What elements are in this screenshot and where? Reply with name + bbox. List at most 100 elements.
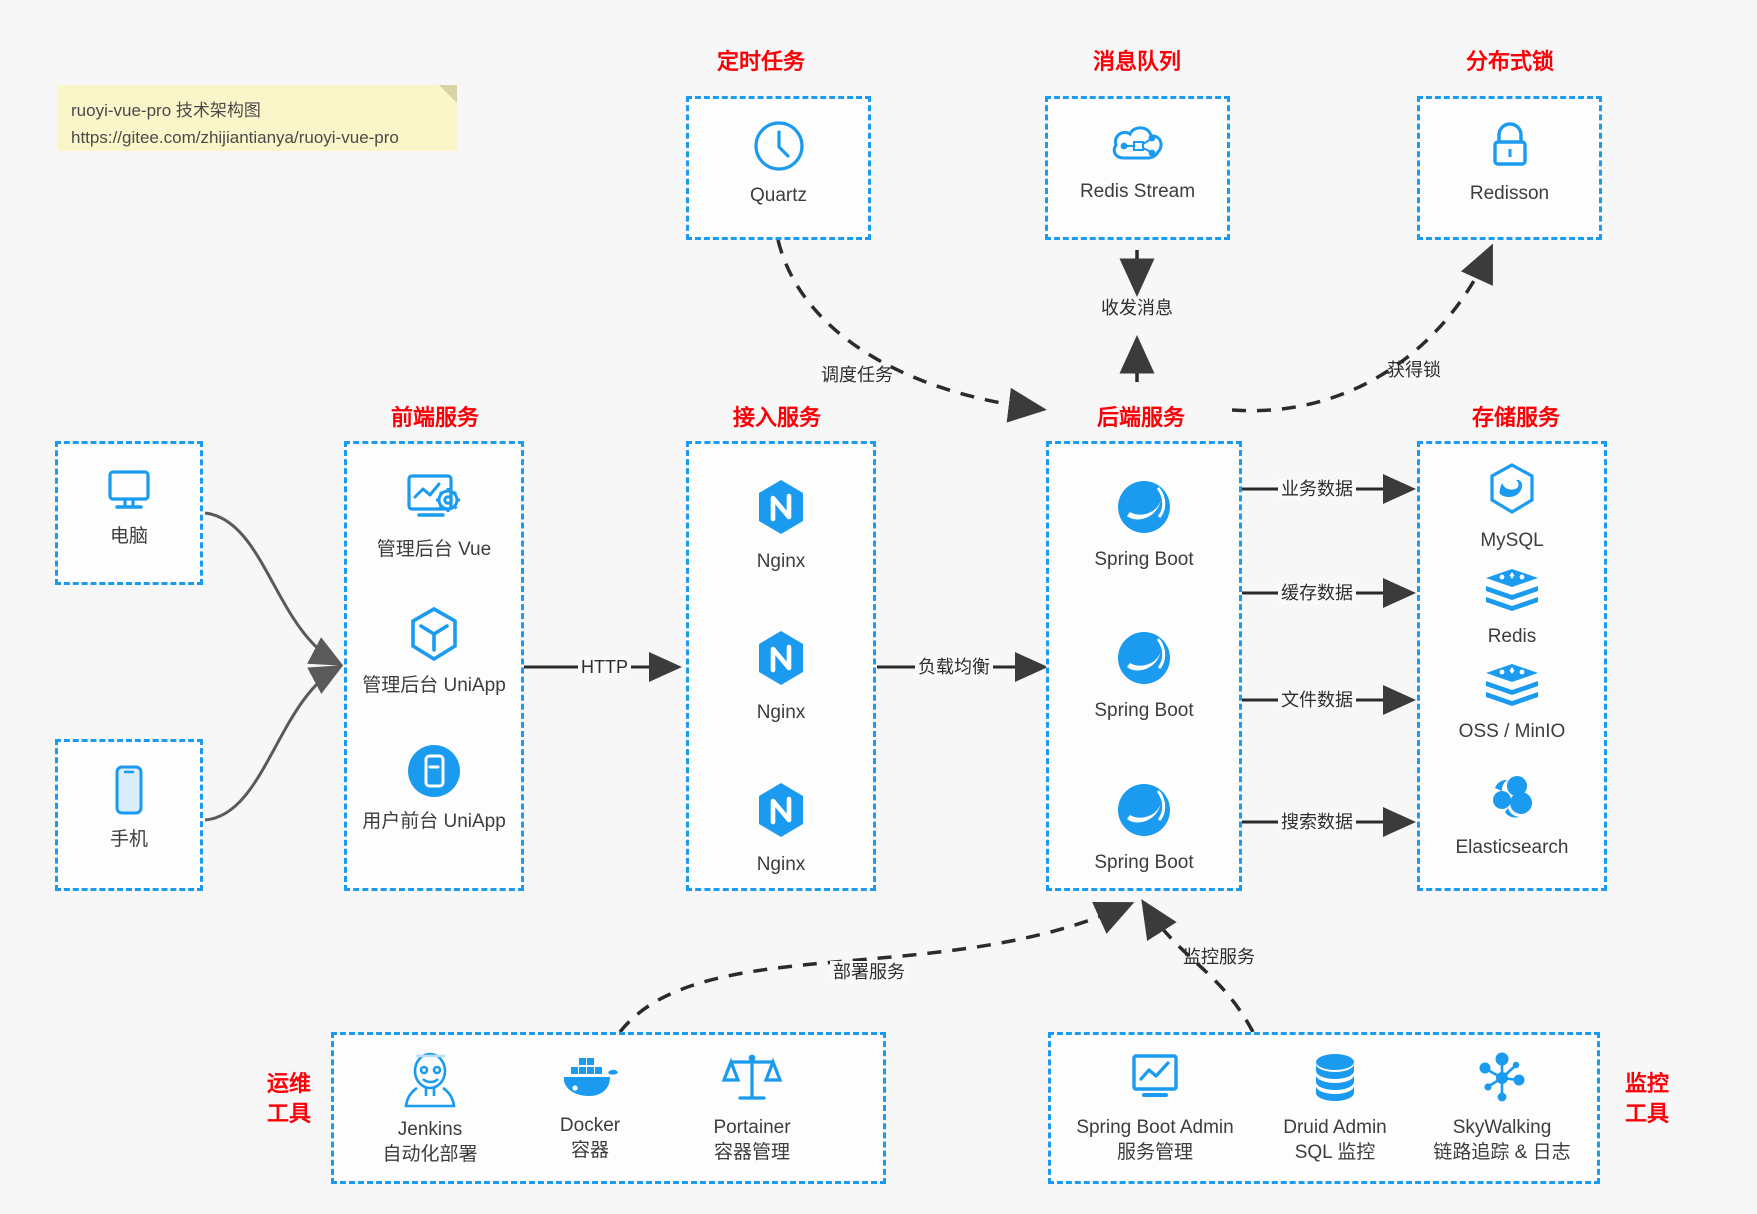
node-admin-uniapp[interactable]: 管理后台 UniApp (349, 604, 519, 698)
note-url: https://gitee.com/zhijiantianya/ruoyi-vu… (71, 128, 399, 147)
node-label: Quartz (749, 185, 808, 206)
edge-label-search-data: 搜索数据 (1278, 811, 1356, 833)
monitor-chart-icon (1124, 1050, 1186, 1111)
node-nginx-3[interactable]: Nginx (696, 779, 866, 877)
node-label: MySQL (1480, 530, 1544, 551)
skywalking-node-icon (1473, 1050, 1531, 1111)
node-skywalking[interactable]: SkyWalking 链路追踪 & 日志 (1412, 1050, 1592, 1165)
edge-label-cache-data: 缓存数据 (1278, 582, 1356, 604)
edge-label-schedule-task: 调度任务 (821, 365, 893, 385)
node-admin-vue[interactable]: 管理后台 Vue (349, 470, 519, 562)
edge-label-send-receive-msg: 收发消息 (1101, 298, 1173, 318)
edge-label-file-data: 文件数据 (1278, 689, 1356, 711)
node-label: 用户前台 UniApp (362, 811, 506, 832)
dashboard-gear-icon (401, 470, 467, 533)
node-nginx-2[interactable]: Nginx (696, 627, 866, 725)
node-label: 手机 (109, 829, 148, 850)
node-quartz[interactable]: Quartz (706, 118, 851, 208)
node-label: Redisson (1469, 183, 1550, 204)
jenkins-butler-icon (399, 1050, 461, 1113)
cloud-network-icon (1108, 118, 1168, 175)
app-circle-icon (405, 742, 463, 805)
clock-icon (751, 118, 807, 179)
node-user-uniapp[interactable]: 用户前台 UniApp (349, 742, 519, 834)
node-jenkins[interactable]: Jenkins 自动化部署 (350, 1050, 510, 1167)
node-label: Spring Boot (1094, 852, 1194, 873)
docker-whale-icon (558, 1050, 622, 1109)
diagram-note: ruoyi-vue-pro 技术架构图 https://gitee.com/zh… (57, 85, 457, 151)
node-label: Spring Boot (1094, 549, 1194, 570)
node-label: Docker (559, 1115, 621, 1136)
node-sublabel: SQL 监控 (1294, 1142, 1376, 1163)
node-spring-boot-3[interactable]: Spring Boot (1056, 779, 1232, 875)
group-title-frontend: 前端服务 (390, 405, 479, 430)
group-title-lock: 分布式锁 (1465, 49, 1554, 74)
padlock-icon (1483, 118, 1537, 177)
desktop-icon (101, 463, 157, 520)
devops-title-line1: 运维 (266, 1071, 311, 1096)
monitor-title-line1: 监控 (1624, 1071, 1669, 1096)
node-label: Spring Boot Admin (1076, 1117, 1234, 1138)
group-box-devops (331, 1032, 886, 1184)
group-title-gateway: 接入服务 (732, 405, 821, 430)
spring-leaf-icon (1113, 779, 1175, 846)
spring-leaf-icon (1113, 476, 1175, 543)
node-label: 管理后台 Vue (376, 539, 492, 560)
node-mysql[interactable]: MySQL (1427, 461, 1597, 553)
note-fold-corner (439, 85, 457, 103)
node-mobile[interactable]: 手机 (70, 762, 188, 852)
node-portainer[interactable]: Portainer 容器管理 (672, 1050, 832, 1165)
edge-label-acquire-lock: 获得锁 (1387, 360, 1441, 380)
node-label: Redis (1487, 626, 1537, 647)
node-sublabel: 自动化部署 (382, 1144, 478, 1165)
node-label: 管理后台 UniApp (362, 675, 506, 696)
node-label: Nginx (756, 551, 806, 572)
node-redis[interactable]: Redis (1427, 565, 1597, 649)
group-box-client-mobile (55, 739, 203, 891)
node-spring-boot-1[interactable]: Spring Boot (1056, 476, 1232, 572)
edge-label-deploy-service: 部署服务 (830, 961, 908, 983)
node-label: SkyWalking (1452, 1117, 1552, 1138)
node-spring-boot-2[interactable]: Spring Boot (1056, 627, 1232, 723)
node-label: 电脑 (109, 526, 148, 547)
node-spring-boot-admin[interactable]: Spring Boot Admin 服务管理 (1060, 1050, 1250, 1165)
nginx-icon (751, 476, 811, 545)
node-label: Portainer (713, 1117, 791, 1138)
node-label: Redis Stream (1079, 181, 1196, 202)
redis-stack-icon (1482, 660, 1542, 715)
devops-title-line2: 工具 (266, 1101, 311, 1126)
mobile-icon (106, 762, 152, 823)
database-icon (1306, 1050, 1364, 1111)
node-redis-stream[interactable]: Redis Stream (1065, 118, 1210, 204)
node-sublabel: 容器管理 (713, 1142, 790, 1163)
group-title-backend: 后端服务 (1096, 405, 1185, 430)
node-oss-minio[interactable]: OSS / MinIO (1427, 660, 1597, 744)
group-title-storage: 存储服务 (1471, 405, 1560, 430)
group-title-devops: 运维 工具 (256, 1069, 322, 1129)
node-sublabel: 容器 (570, 1140, 609, 1161)
node-docker[interactable]: Docker 容器 (510, 1050, 670, 1163)
node-redisson[interactable]: Redisson (1437, 118, 1582, 206)
node-nginx-1[interactable]: Nginx (696, 476, 866, 574)
group-box-client-desktop (55, 441, 203, 585)
node-label: Nginx (756, 702, 806, 723)
group-title-mq: 消息队列 (1092, 49, 1181, 74)
node-elasticsearch[interactable]: Elasticsearch (1427, 772, 1597, 860)
group-title-scheduler: 定时任务 (716, 49, 805, 74)
edge-label-business-data: 业务数据 (1278, 478, 1356, 500)
edge-label-http: HTTP (578, 656, 631, 678)
group-box-lock (1417, 96, 1602, 240)
scales-icon (721, 1050, 783, 1111)
node-label: OSS / MinIO (1458, 721, 1566, 742)
nginx-icon (751, 779, 811, 848)
node-label: Elasticsearch (1455, 837, 1569, 858)
node-druid-admin[interactable]: Druid Admin SQL 监控 (1255, 1050, 1415, 1165)
nginx-icon (751, 627, 811, 696)
mysql-dolphin-icon (1484, 461, 1540, 524)
note-title: ruoyi-vue-pro 技术架构图 (71, 101, 261, 120)
node-sublabel: 链路追踪 & 日志 (1433, 1142, 1571, 1163)
group-box-mq (1045, 96, 1230, 240)
node-label: Jenkins (397, 1119, 463, 1140)
node-desktop[interactable]: 电脑 (70, 463, 188, 549)
